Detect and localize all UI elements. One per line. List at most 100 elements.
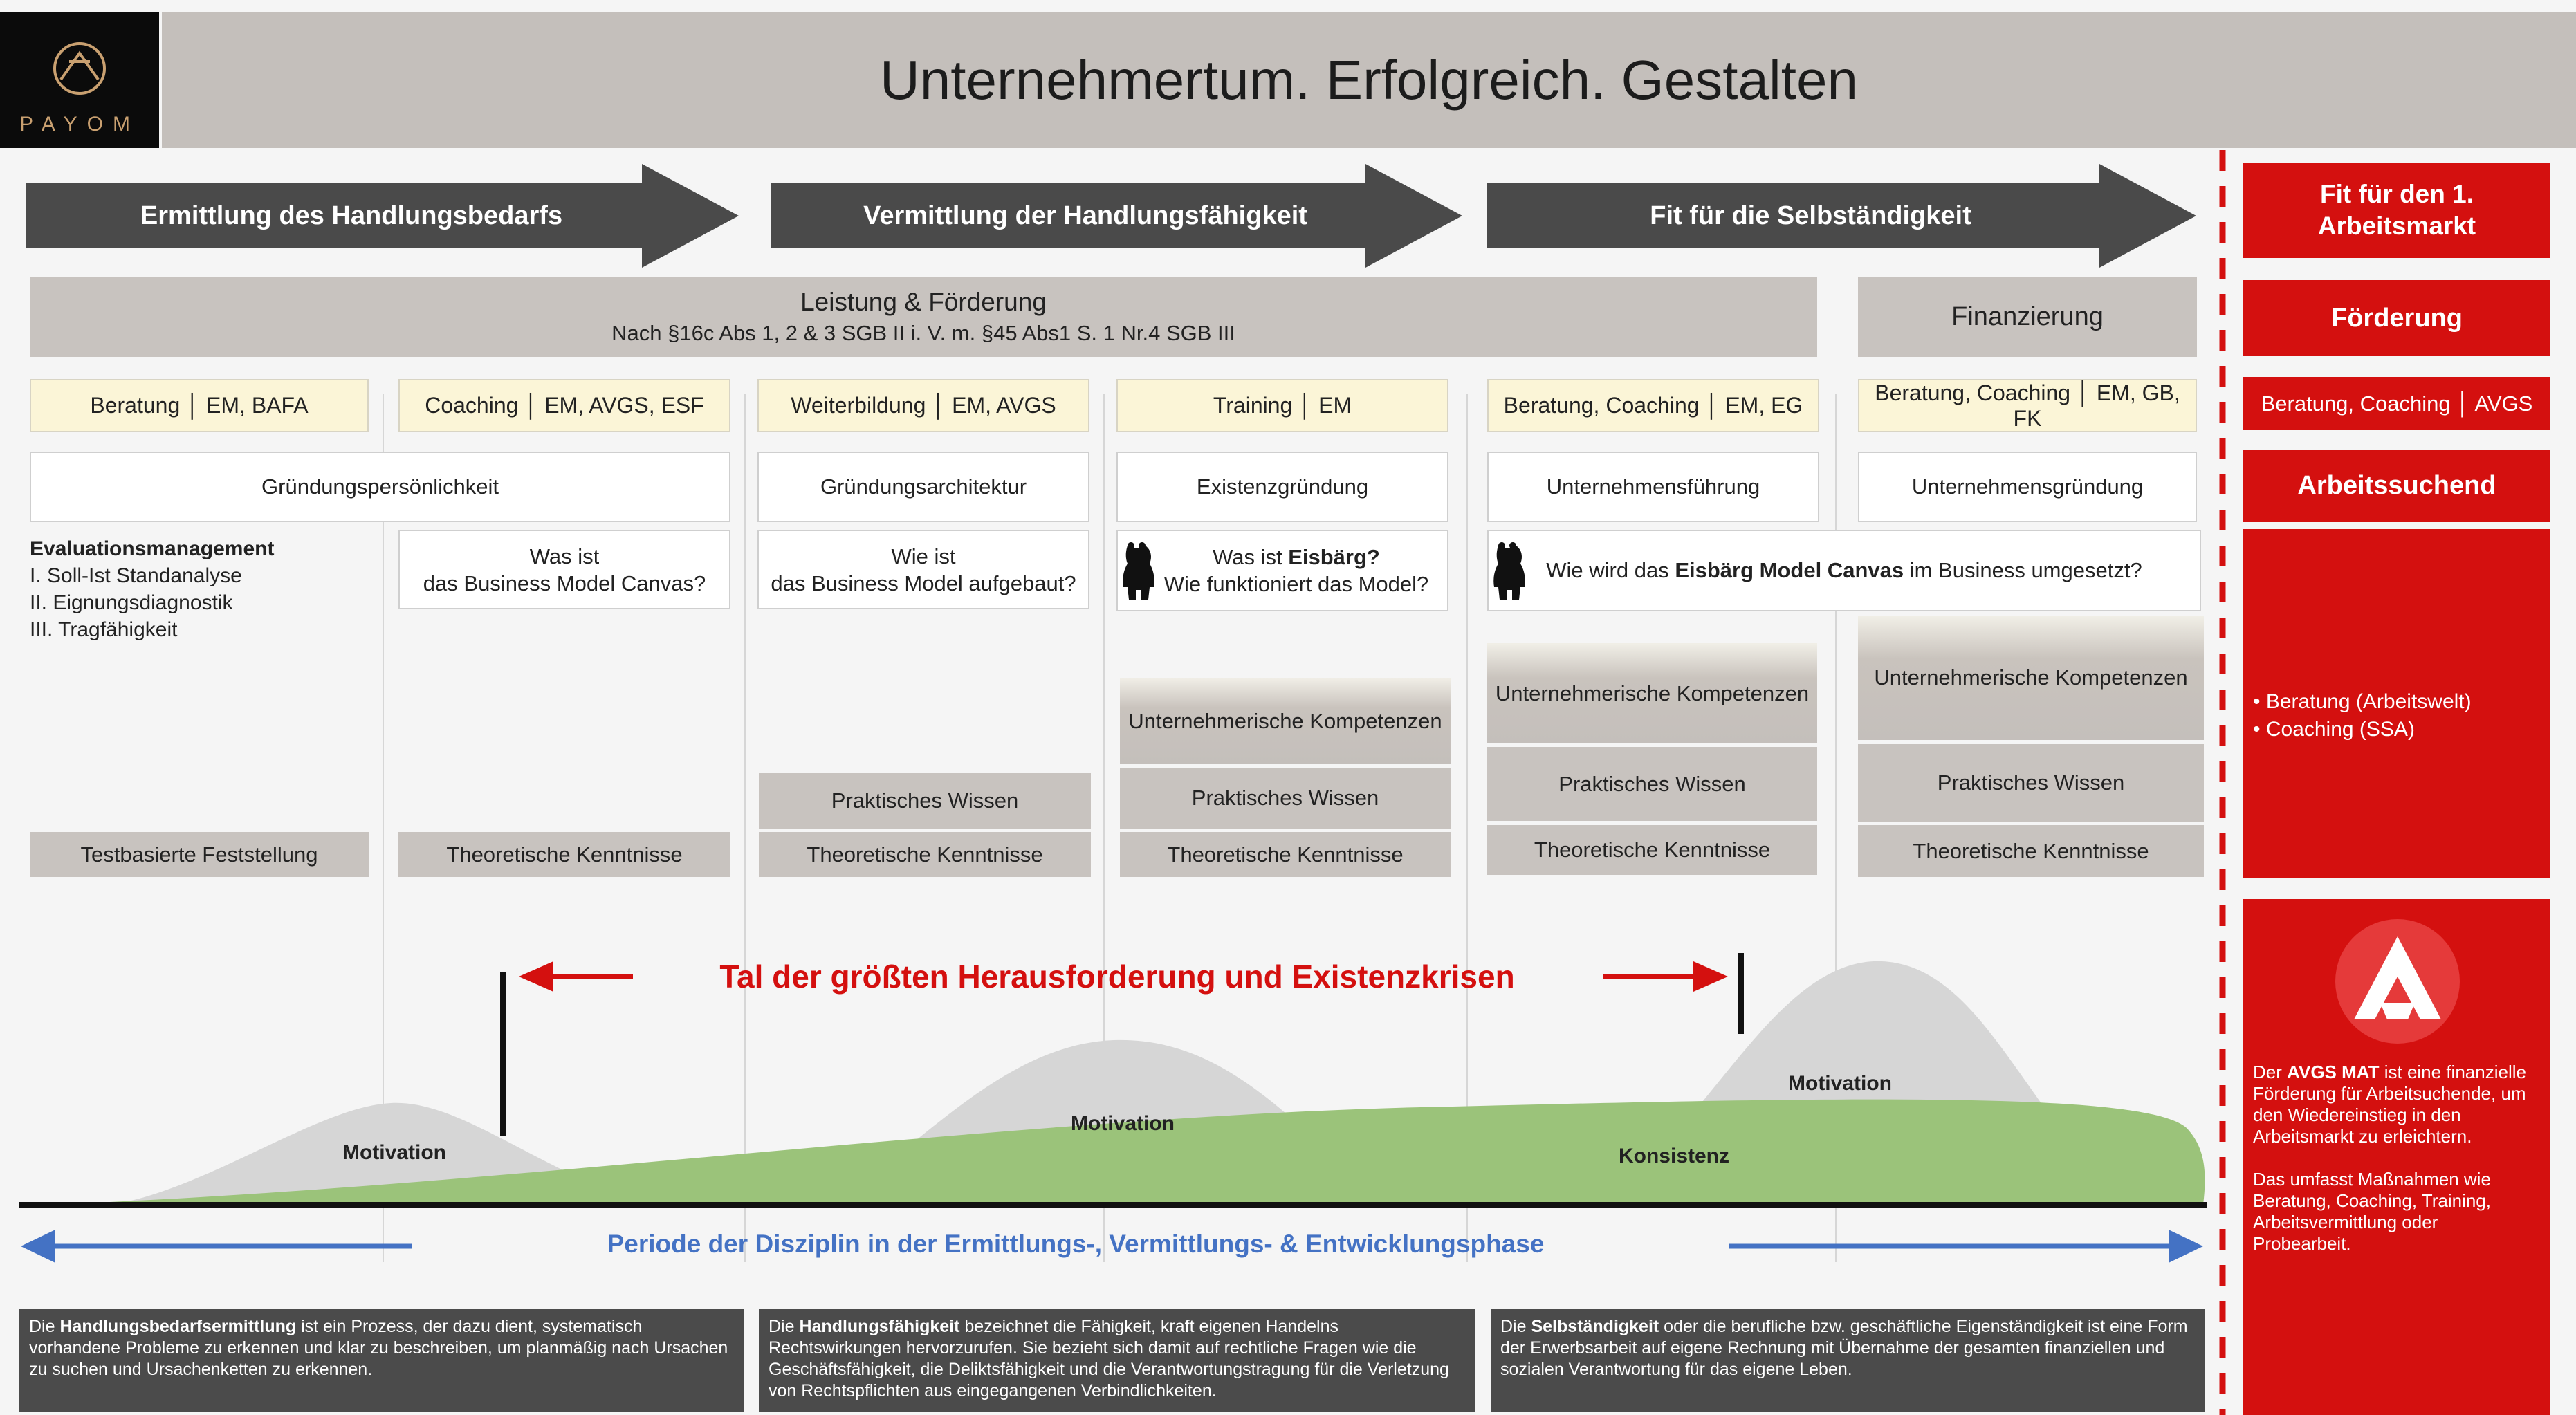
column-divider [1835,394,1837,1262]
motivation-label-1: Motivation [342,1141,446,1164]
block-theoretisch: Theoretische Kenntnisse [1858,825,2204,877]
description-selbstaendigkeit: Die Selbständigkeit oder die berufliche … [1491,1309,2205,1412]
block-praktisch: Praktisches Wissen [1858,744,2204,822]
topic-gruendungsarchitektur: Gründungsarchitektur [757,452,1089,522]
evaluation-list: Evaluationsmanagement I. Soll-Ist Standa… [30,535,376,643]
service-box-2: Coaching │ EM, AVGS, ESF [398,379,730,432]
description-handlungsfaehigkeit: Die Handlungsfähigkeit bezeichnet die Fä… [759,1309,1475,1412]
desc-pre: Die [769,1317,800,1336]
block-praktisch: Praktisches Wissen [1120,768,1451,829]
period-pre: Periode der [607,1230,755,1258]
question-eisbaerg-canvas: Wie wird das Eisbärg Model Canvas im Bus… [1487,530,2201,611]
block-praktisch: Praktisches Wissen [1487,747,1817,821]
phase-arrow-2: Vermittlung der Handlungsfähigkeit [771,164,1462,268]
service-box-6: Beratung, Coaching │ EM, GB, FK [1858,379,2197,432]
blue-arrow-right-head [2169,1230,2203,1263]
arbeitsagentur-logo-icon [2335,919,2460,1044]
avgs-pre: Der [2253,1062,2288,1082]
description-handlungsbedarf: Die Handlungsbedarfsermittlung ist ein P… [19,1309,744,1412]
sidebar-fit-arbeitsmarkt: Fit für den 1. Arbeitsmarkt [2243,163,2550,258]
block-kompetenzen: Unternehmerische Kompetenzen [1120,678,1451,764]
evaluation-item: II. Eignungsdiagnostik [30,591,233,614]
service-box-1: Beratung │ EM, BAFA [30,379,369,432]
evaluation-item: I. Soll-Ist Standanalyse [30,564,242,587]
desc-bold: Handlungsfähigkeit [799,1317,960,1336]
red-dashed-divider [2219,150,2226,1415]
q3-pre: Was ist [1213,545,1289,569]
block-theoretisch: Theoretische Kenntnisse [759,832,1091,877]
column-divider [383,394,384,1262]
service-box-4: Training │ EM [1116,379,1448,432]
topic-unternehmensgruendung: Unternehmensgründung [1858,452,2197,522]
motivation-label-2: Motivation [1071,1112,1175,1135]
avgs-text: ist eine finanzielle Förderung für Arbei… [2253,1062,2526,1147]
desc-pre: Die [29,1317,60,1336]
page-title: Unternehmertum. Erfolgreich. Gestalten [162,12,2576,148]
logo: PAYOM [0,12,159,148]
desc-text: ist ein Prozess, der dazu dient, systema… [29,1317,728,1379]
block-kompetenzen: Unternehmerische Kompetenzen [1858,616,2204,740]
sidebar-avgs-info: Der AVGS MAT ist eine finanzielle Förder… [2243,899,2550,1415]
block-testbasiert: Testbasierte Feststellung [30,832,369,877]
leistung-title: Leistung & Förderung [800,288,1047,316]
phase-arrow-3: Fit für die Selbständigkeit [1487,164,2196,268]
period-bold: Disziplin [755,1230,861,1258]
phase-label-3: Fit für die Selbständigkeit [1650,201,1971,230]
sidebar-bullet: • Beratung (Arbeitswelt) [2253,690,2472,713]
sidebar-foerderung: Förderung [2243,280,2550,356]
question-business-model-canvas: Was ist das Business Model Canvas? [398,530,730,609]
tal-label: Tal der größten Herausforderung und Exis… [719,959,1515,995]
bear-icon [1489,542,1527,609]
konsistenz-label: Konsistenz [1618,1145,1730,1167]
question-eisbaerg: Was ist Eisbärg? Wie funktioniert das Mo… [1116,530,1448,611]
topic-existenzgruendung: Existenzgründung [1116,452,1448,522]
phase-label-1: Ermittlung des Handlungsbedarfs [140,201,563,230]
evaluation-item: III. Tragfähigkeit [30,618,178,641]
motivation-label-3: Motivation [1788,1072,1892,1095]
desc-text: bezeichnet die Fähigkeit, kraft eigenen … [769,1317,1449,1400]
block-kompetenzen: Unternehmerische Kompetenzen [1487,643,1817,743]
topic-unternehmensfuehrung: Unternehmensführung [1487,452,1819,522]
q4-post: im Business umgesetzt? [1904,558,2142,582]
avgs-more: Das umfasst Maßnahmen wie Beratung, Coac… [2253,1169,2491,1254]
logo-mark-icon: PAYOM [19,42,140,136]
block-theoretisch: Theoretische Kenntnisse [1487,825,1817,875]
logo-text: PAYOM [19,113,140,136]
block-theoretisch: Theoretische Kenntnisse [398,832,730,877]
q4-bold: Eisbärg Model Canvas [1675,558,1904,582]
topic-gruendungspersoenlichkeit: Gründungspersönlichkeit [30,452,730,522]
desc-bold: Selbständigkeit [1531,1317,1659,1336]
sidebar-service: Beratung, Coaching │ AVGS [2243,377,2550,430]
blue-arrow-left-head [21,1230,55,1263]
sidebar-bullets: • Beratung (Arbeitswelt) • Coaching (SSA… [2243,529,2550,878]
period-post: in der Ermittlungs-, Vermittlungs- & Ent… [860,1230,1545,1258]
desc-text: oder die berufliche bzw. geschäftliche E… [1500,1317,2188,1379]
q3-line2: Wie funktioniert das Model? [1163,572,1429,596]
red-arrow-right-head [1693,961,1728,992]
q3-bold: Eisbärg? [1288,545,1380,569]
question-business-model-aufbau: Wie ist das Business Model aufgebaut? [757,530,1089,609]
block-praktisch: Praktisches Wissen [759,773,1091,829]
column-divider [744,394,746,1262]
leistung-banner: Leistung & Förderung Nach §16c Abs 1, 2 … [30,277,1817,357]
motivation-curve-diagram [19,953,2207,1263]
desc-pre: Die [1500,1317,1531,1336]
evaluation-title: Evaluationsmanagement [30,537,275,560]
red-arrow-left-head [519,961,553,992]
phase-label-2: Vermittlung der Handlungsfähigkeit [863,201,1307,230]
desc-bold: Handlungsbedarfsermittlung [59,1317,297,1336]
service-box-3: Weiterbildung │ EM, AVGS [757,379,1089,432]
column-divider [1466,394,1468,1262]
period-label: Periode der Disziplin in der Ermittlungs… [429,1230,1722,1259]
sidebar-arbeitsuchend: Arbeitssuchend [2243,450,2550,522]
q4-pre: Wie wird das [1546,558,1675,582]
phase-arrow-1: Ermittlung des Handlungsbedarfs [26,164,739,268]
block-theoretisch: Theoretische Kenntnisse [1120,832,1451,877]
finanzierung-banner: Finanzierung [1858,277,2197,357]
column-divider [1103,394,1105,1262]
sidebar-bullet: • Coaching (SSA) [2253,718,2415,741]
bear-icon [1118,542,1157,609]
konsistenz-area [42,1099,2205,1205]
avgs-bold: AVGS MAT [2287,1062,2380,1082]
leistung-subtitle: Nach §16c Abs 1, 2 & 3 SGB II i. V. m. §… [611,321,1235,345]
